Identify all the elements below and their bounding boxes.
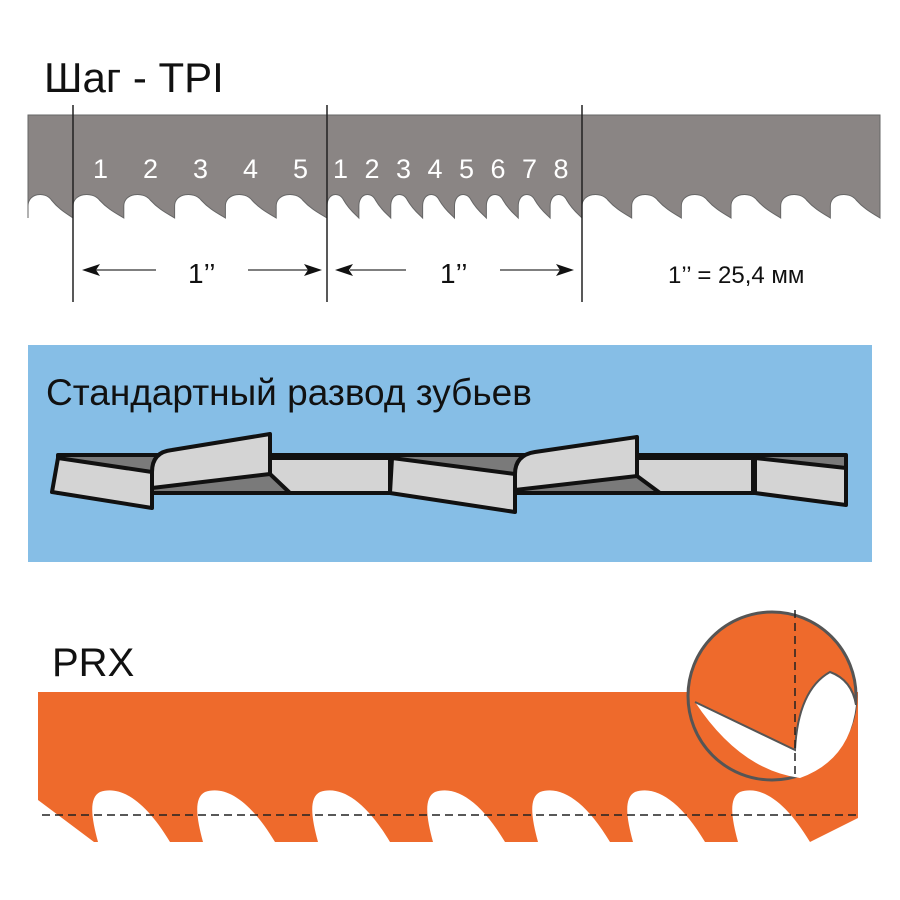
prx-title: PRX	[52, 641, 134, 685]
tooth-set-left	[50, 456, 154, 510]
dimension-arrow-2	[335, 264, 574, 276]
tpi-title: Шаг - TPI	[44, 54, 224, 101]
tooth-number: 8	[554, 154, 569, 184]
tooth-straight	[268, 456, 392, 495]
tooth-straight	[635, 456, 755, 495]
prx-detail-magnifier	[686, 610, 858, 782]
tooth-number: 2	[365, 154, 380, 184]
tooth-number: 4	[243, 154, 258, 184]
tooth-number: 5	[293, 154, 308, 184]
conversion-note: 1’’ = 25,4 мм	[668, 262, 804, 289]
pitch-label-1: 1’’	[188, 258, 216, 289]
tooth-number: 7	[522, 154, 537, 184]
tooth-set-left	[388, 456, 517, 514]
gray-blade	[27, 114, 881, 220]
tooth-number: 1	[333, 154, 348, 184]
dimension-arrow-1	[82, 264, 322, 276]
tooth-number: 6	[491, 154, 506, 184]
tooth-number: 4	[428, 154, 443, 184]
set-title: Стандартный развод зубьев	[46, 372, 532, 413]
prx-blade	[38, 692, 858, 842]
tooth-numbers-group-1: 1 2 3 4 5	[93, 154, 308, 184]
tooth-number: 3	[396, 154, 411, 184]
tooth-number: 1	[93, 154, 108, 184]
tooth-number: 2	[143, 154, 158, 184]
set-teeth-illustration	[50, 432, 848, 514]
tooth-set-left	[753, 456, 848, 507]
tooth-number: 5	[459, 154, 474, 184]
tooth-number: 3	[193, 154, 208, 184]
pitch-label-2: 1’’	[440, 258, 468, 289]
